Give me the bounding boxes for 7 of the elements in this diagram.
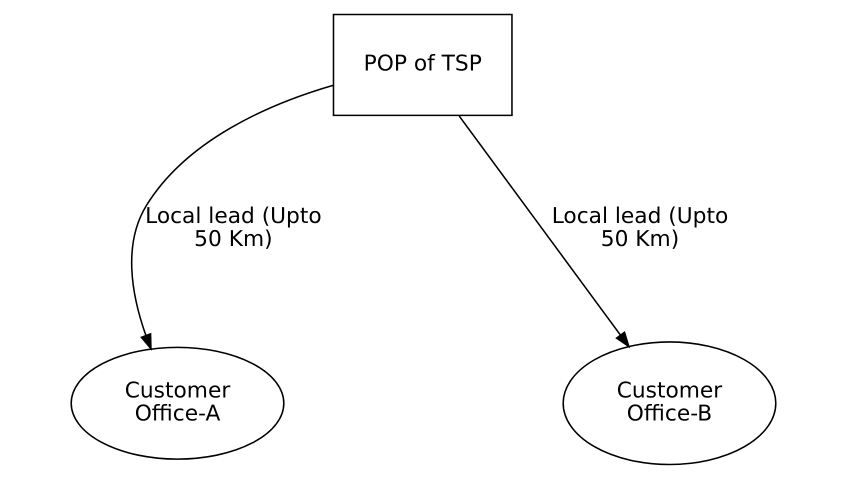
node-ellipse: Customer Office-A <box>70 346 285 460</box>
edge-label: Local lead (Upto 50 Km) <box>145 204 322 252</box>
arrow <box>131 84 334 351</box>
node-box: POP of TSP <box>332 14 513 116</box>
arrow <box>458 115 630 348</box>
node-ellipse: Customer Office-B <box>562 341 777 466</box>
edge-label: Local lead (Upto 50 Km) <box>552 204 728 252</box>
